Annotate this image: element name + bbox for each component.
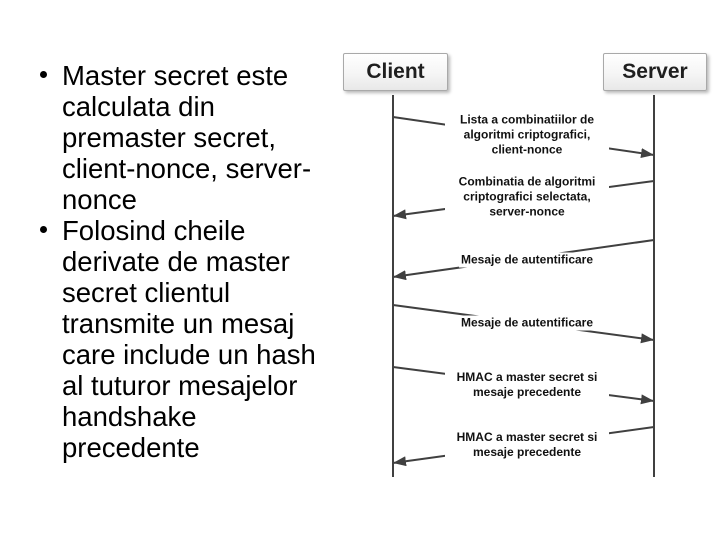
- actor-client-box: Client: [343, 53, 448, 91]
- sequence-diagram: Client Server Lista a combinatiilor de a…: [335, 45, 720, 505]
- bullet-text: Folosind cheile derivate de master secre…: [62, 215, 316, 463]
- bullet-item: Folosind cheile derivate de master secre…: [32, 215, 342, 463]
- message-label-5: HMAC a master secret si mesaje precedent…: [445, 370, 609, 400]
- bullet-text: Master secret este calculata din premast…: [62, 60, 312, 215]
- bullet-icon: [40, 226, 47, 233]
- message-label-4: Mesaje de autentificare: [458, 315, 596, 331]
- bullet-icon: [40, 71, 47, 78]
- message-label-2: Combinatia de algoritmi criptografici se…: [445, 174, 609, 220]
- bullet-item: Master secret este calculata din premast…: [32, 60, 342, 215]
- bullet-list: Master secret este calculata din premast…: [32, 60, 342, 463]
- message-label-6: HMAC a master secret si mesaje precedent…: [445, 430, 609, 460]
- actor-server-box: Server: [603, 53, 707, 91]
- message-label-1: Lista a combinatiilor de algoritmi cript…: [445, 112, 609, 158]
- message-label-3: Mesaje de autentificare: [458, 252, 596, 268]
